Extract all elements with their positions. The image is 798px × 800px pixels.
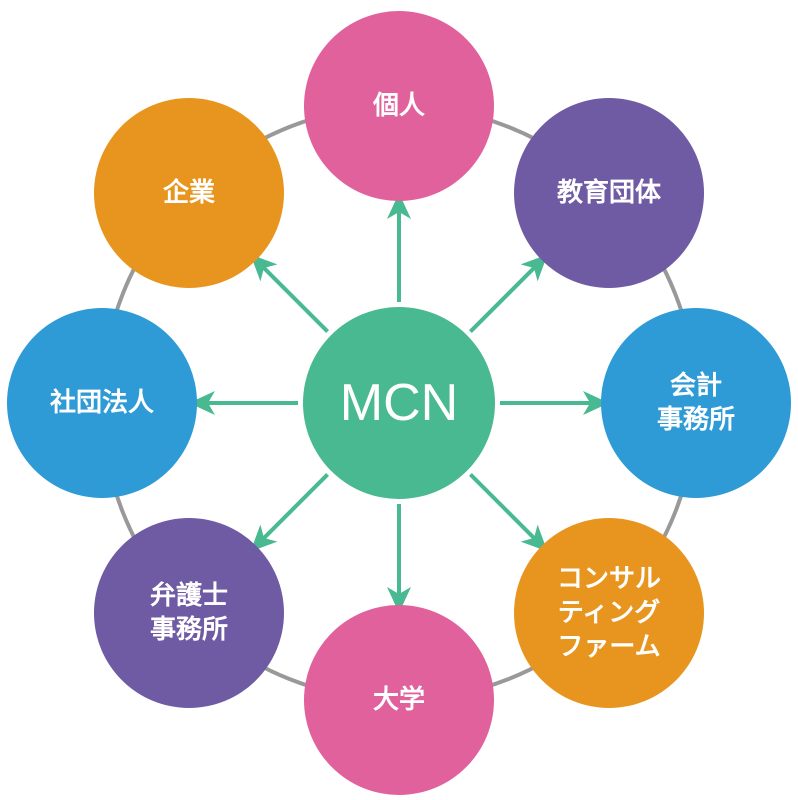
node-label-line: 弁護士 — [150, 580, 228, 611]
node-label-line: ティング — [558, 598, 660, 628]
node-shadan-hojin: 社団法人 — [7, 308, 197, 498]
node-label-line: 事務所 — [657, 405, 735, 435]
center-node: MCN — [303, 307, 495, 499]
node-circle — [601, 308, 791, 498]
node-label-line: コンサル — [557, 564, 661, 594]
node-kigyo: 企業 — [93, 97, 284, 288]
node-label-line: 会計 — [670, 370, 722, 401]
node-label-line: 事務所 — [150, 615, 228, 645]
node-kyoiku-dantai: 教育団体 — [514, 97, 705, 288]
node-kojin: 個人 — [304, 11, 494, 201]
node-circle — [514, 97, 705, 288]
node-label-line: 個人 — [372, 91, 425, 121]
node-label-line: 教育団体 — [557, 177, 662, 208]
arrow-to-kyoiku-dantai — [469, 254, 548, 333]
node-circle — [304, 605, 494, 795]
arrow-to-consulting-firm — [469, 473, 548, 552]
node-label-line: 企業 — [163, 177, 215, 208]
node-circle — [93, 97, 284, 288]
node-daigaku: 大学 — [304, 605, 494, 795]
node-label-line: 大学 — [373, 684, 425, 715]
center-label: MCN — [340, 374, 458, 432]
arrow-to-kigyo — [250, 254, 329, 333]
node-circle — [514, 518, 705, 709]
node-circle — [304, 11, 494, 201]
arrow-to-bengoshi-jimusho — [250, 473, 329, 552]
node-label-line: ファーム — [557, 632, 660, 662]
node-label-line: 社団法人 — [50, 387, 154, 418]
node-circle — [93, 518, 284, 709]
arrows-group — [189, 193, 609, 613]
node-circle — [7, 308, 197, 498]
center-circle — [303, 307, 495, 499]
